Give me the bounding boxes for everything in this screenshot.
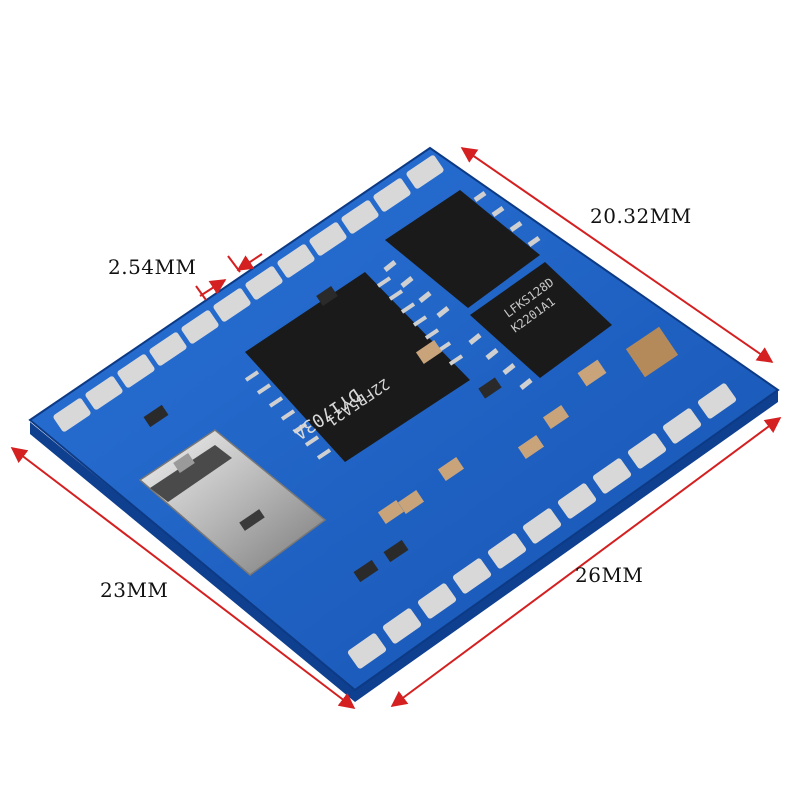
dimension-top-edge: 20.32MM <box>590 204 692 228</box>
pin-pads-top-left <box>53 155 444 432</box>
dimension-left-edge: 23MM <box>100 578 169 602</box>
arrow-right-edge <box>390 417 782 707</box>
main-audio-chip: DY1703A 22FB5A21 <box>244 272 470 462</box>
arrow-pin-pitch-a <box>199 279 227 297</box>
arrow-pin-pitch-b <box>236 253 263 271</box>
arrow-left-edge <box>10 447 356 709</box>
dimension-arrows <box>10 147 782 709</box>
dimension-pin-pitch: 2.54MM <box>108 255 197 279</box>
arrow-top-edge <box>460 147 774 363</box>
dimension-right-edge: 26MM <box>575 563 644 587</box>
